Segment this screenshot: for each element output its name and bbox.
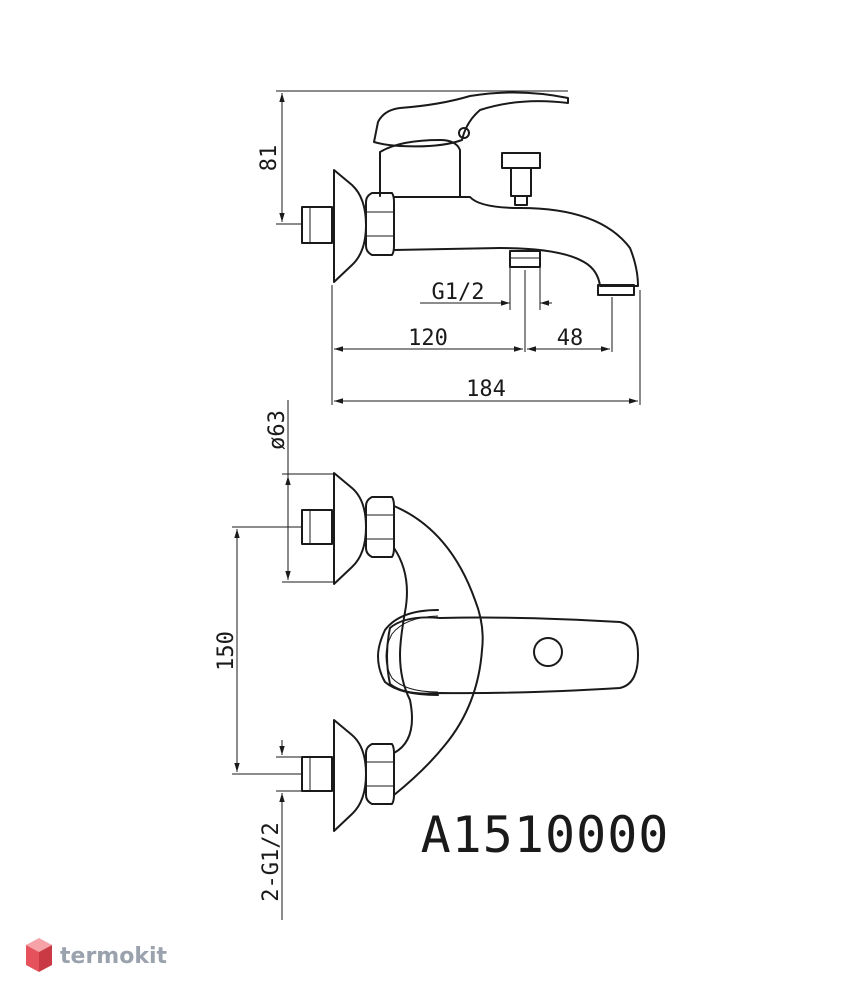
dimension-connection-threads: 2-G1/2 (259, 822, 284, 901)
top-dimensions: ø63 150 2-G1/2 (214, 400, 334, 920)
dimension-inlet-to-spout: 120 (408, 326, 448, 351)
dimension-inlet-thread: G1/2 (432, 280, 485, 305)
dimension-overall-length: 184 (466, 377, 506, 402)
brand-name: termokit (60, 944, 167, 969)
side-dimensions: 81 G1/2 120 48 184 (257, 90, 641, 405)
dimension-height: 81 (257, 145, 282, 172)
dimension-spout-offset: 48 (557, 326, 584, 351)
brand-logo: termokit (26, 938, 167, 972)
top-view (301, 472, 639, 832)
logo-cube-left (26, 945, 39, 972)
dimension-center-distance: 150 (214, 631, 239, 671)
model-code: A1510000 (421, 806, 670, 864)
logo-cube-right (39, 945, 52, 972)
side-view (301, 91, 639, 296)
dimension-flange-diameter: ø63 (265, 410, 290, 450)
